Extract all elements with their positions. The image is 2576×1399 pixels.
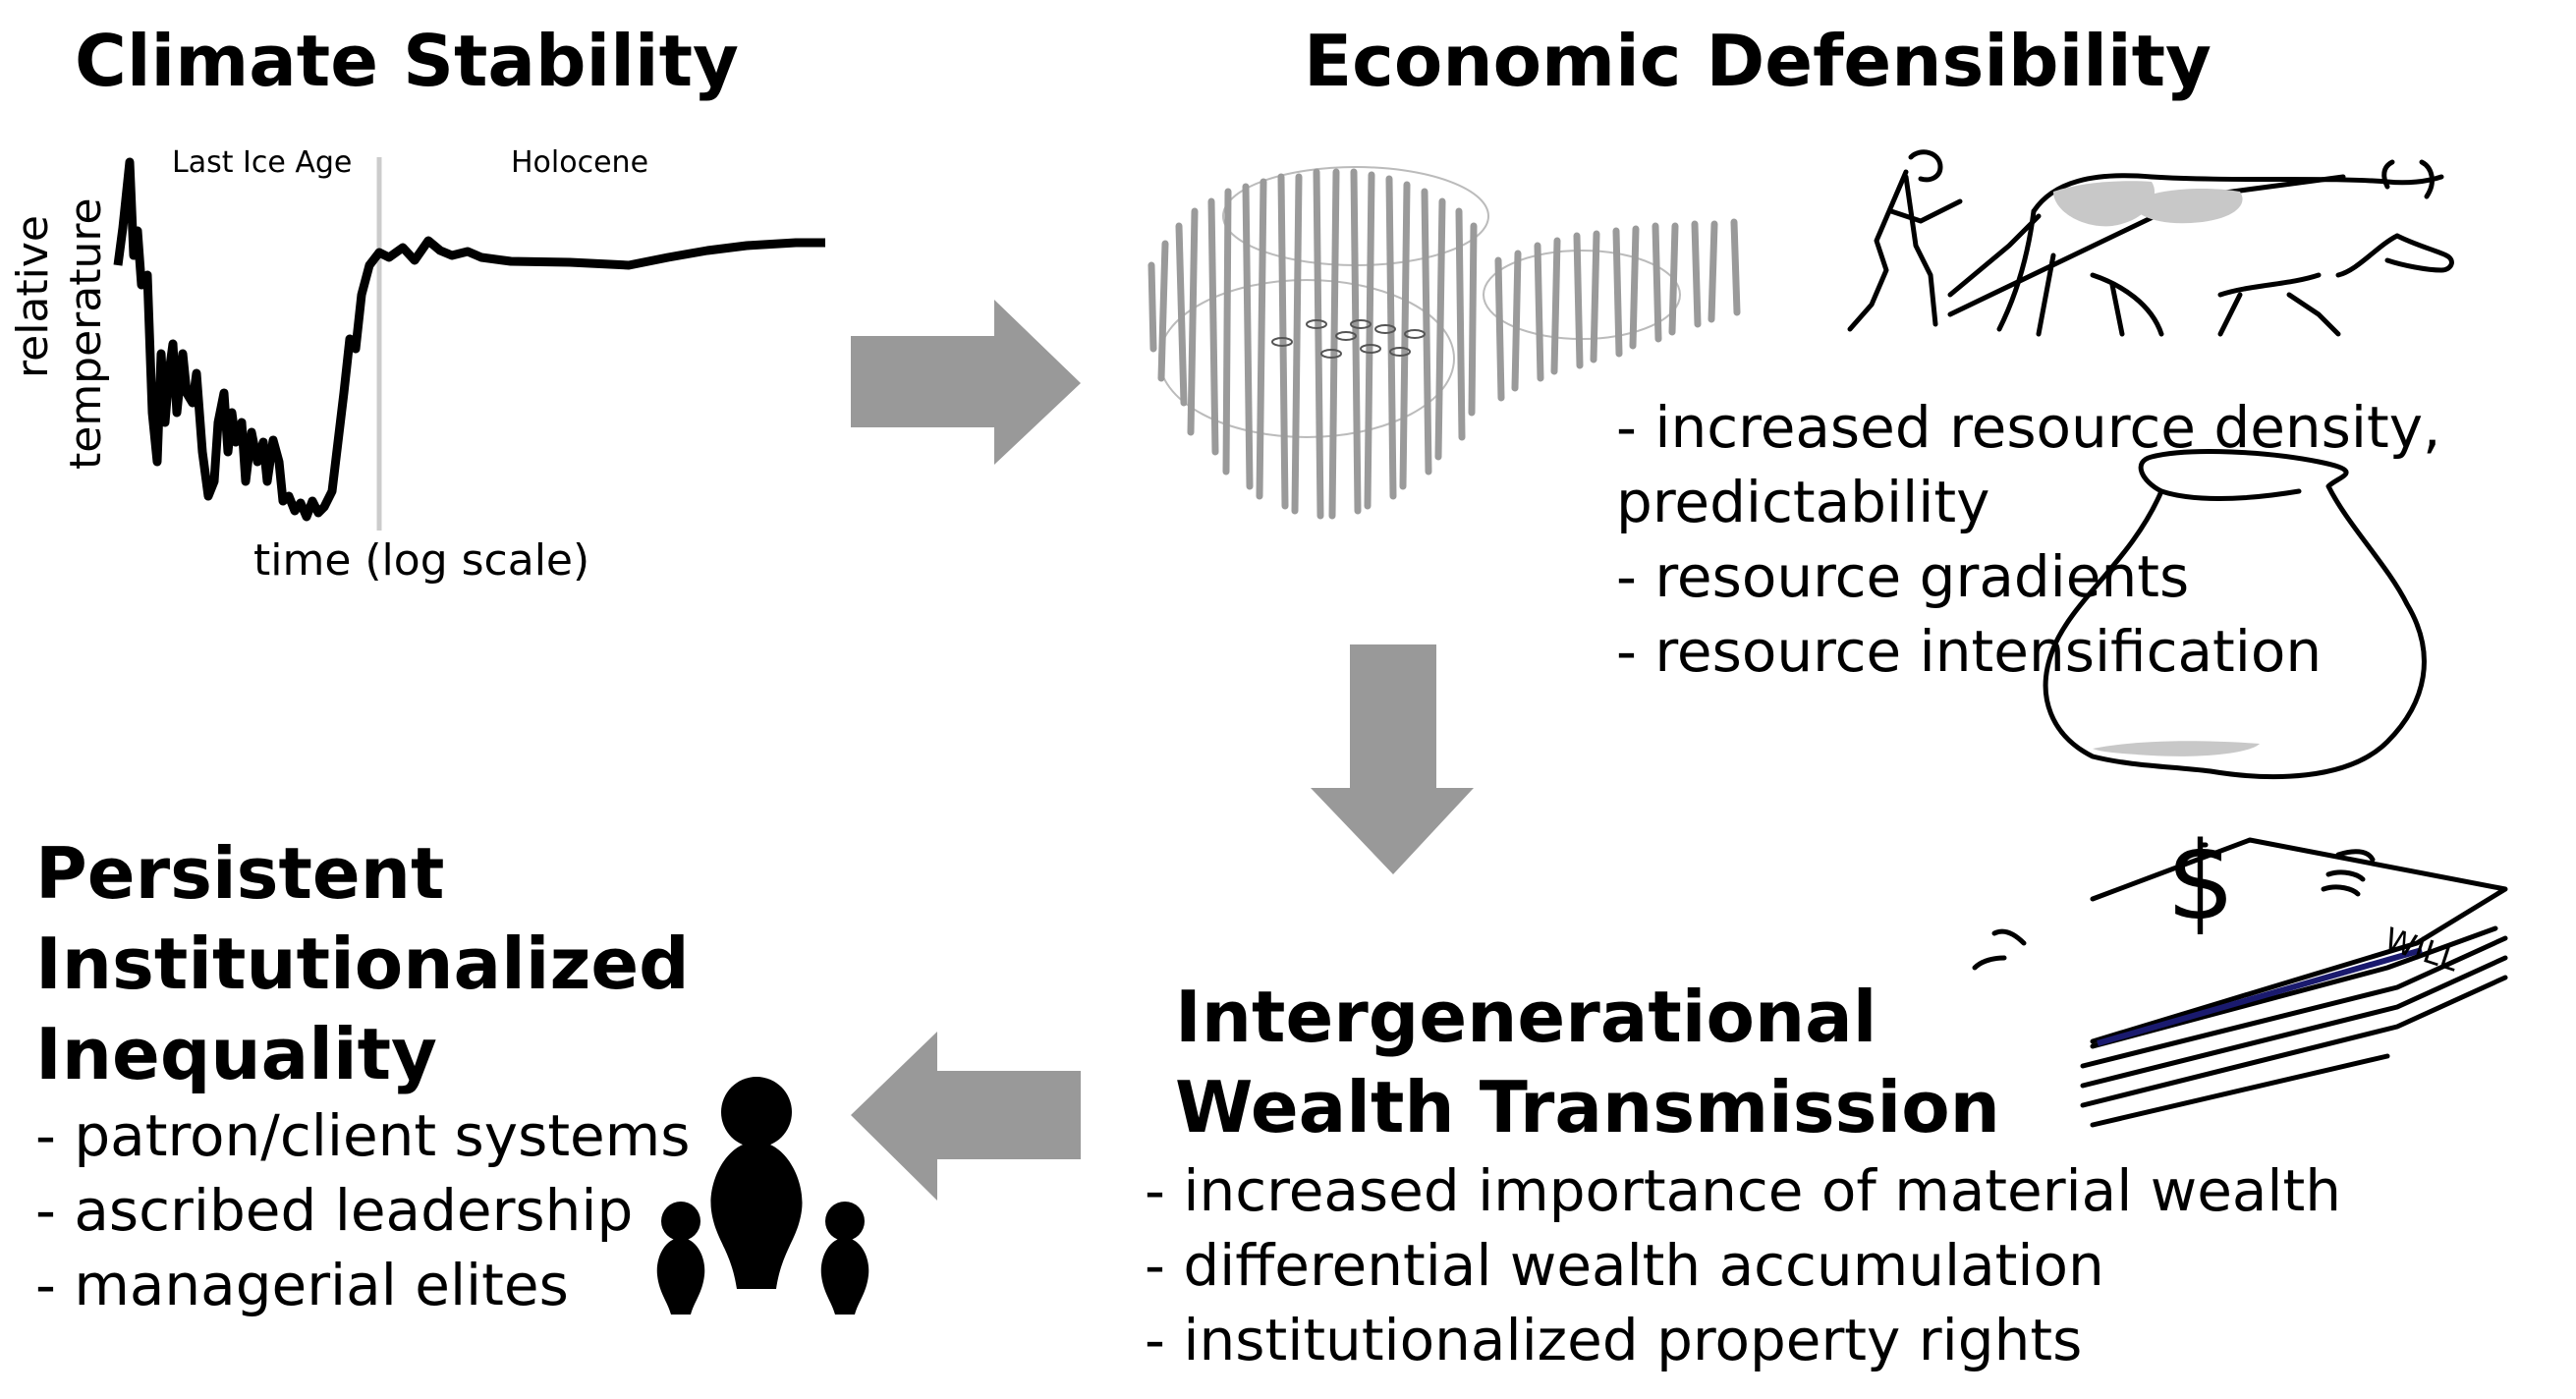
economic-defensibility-title: Economic Defensibility bbox=[1304, 20, 2212, 102]
inequality-bullet-3: - managerial elites bbox=[35, 1252, 569, 1318]
wealth-title-line1: Intergenerational bbox=[1175, 976, 1877, 1058]
inequality-title: Persistent Institutionalized Inequality bbox=[35, 828, 690, 1099]
wealth-bullet-1: - increased importance of material wealt… bbox=[1145, 1157, 2342, 1224]
last-ice-age-label: Last Ice Age bbox=[172, 145, 353, 180]
wealth-title: Intergenerational Wealth Transmission bbox=[1175, 972, 2000, 1152]
inequality-title-line2: Institutionalized bbox=[35, 923, 690, 1005]
small-person-right-head bbox=[825, 1202, 865, 1241]
large-person-body bbox=[710, 1142, 803, 1289]
inequality-bullets: - patron/client systems - ascribed leade… bbox=[35, 1098, 690, 1322]
economic-bullets: - increased resource density, predictabi… bbox=[1616, 390, 2440, 689]
money-bag-dollar-sign: $ bbox=[2166, 818, 2235, 944]
wealth-bullet-2: - differential wealth accumulation bbox=[1145, 1232, 2104, 1299]
small-person-left-body bbox=[656, 1238, 705, 1315]
economic-bullet-4: - resource intensification bbox=[1616, 618, 2323, 685]
temperature-line bbox=[113, 157, 825, 522]
economic-bullet-3: - resource gradients bbox=[1616, 543, 2190, 610]
small-person-right-body bbox=[820, 1238, 869, 1315]
economic-bullet-2: predictability bbox=[1616, 469, 1990, 535]
wealth-title-line2: Wealth Transmission bbox=[1175, 1066, 2000, 1148]
x-axis-label: time (log scale) bbox=[253, 535, 590, 586]
wealth-bullet-3: - institutionalized property rights bbox=[1145, 1307, 2083, 1373]
inequality-title-line1: Persistent bbox=[35, 832, 445, 915]
climate-stability-title: Climate Stability bbox=[75, 20, 739, 102]
inequality-bullet-1: - patron/client systems bbox=[35, 1102, 691, 1169]
large-person-head bbox=[721, 1077, 792, 1147]
small-person-left-head bbox=[661, 1202, 700, 1241]
inequality-title-line3: Inequality bbox=[35, 1013, 437, 1095]
wealth-bullets: - increased importance of material wealt… bbox=[1145, 1153, 2341, 1377]
economic-bullet-1: - increased resource density, bbox=[1616, 394, 2441, 461]
inequality-bullet-2: - ascribed leadership bbox=[35, 1177, 634, 1244]
holocene-label: Holocene bbox=[511, 145, 649, 180]
